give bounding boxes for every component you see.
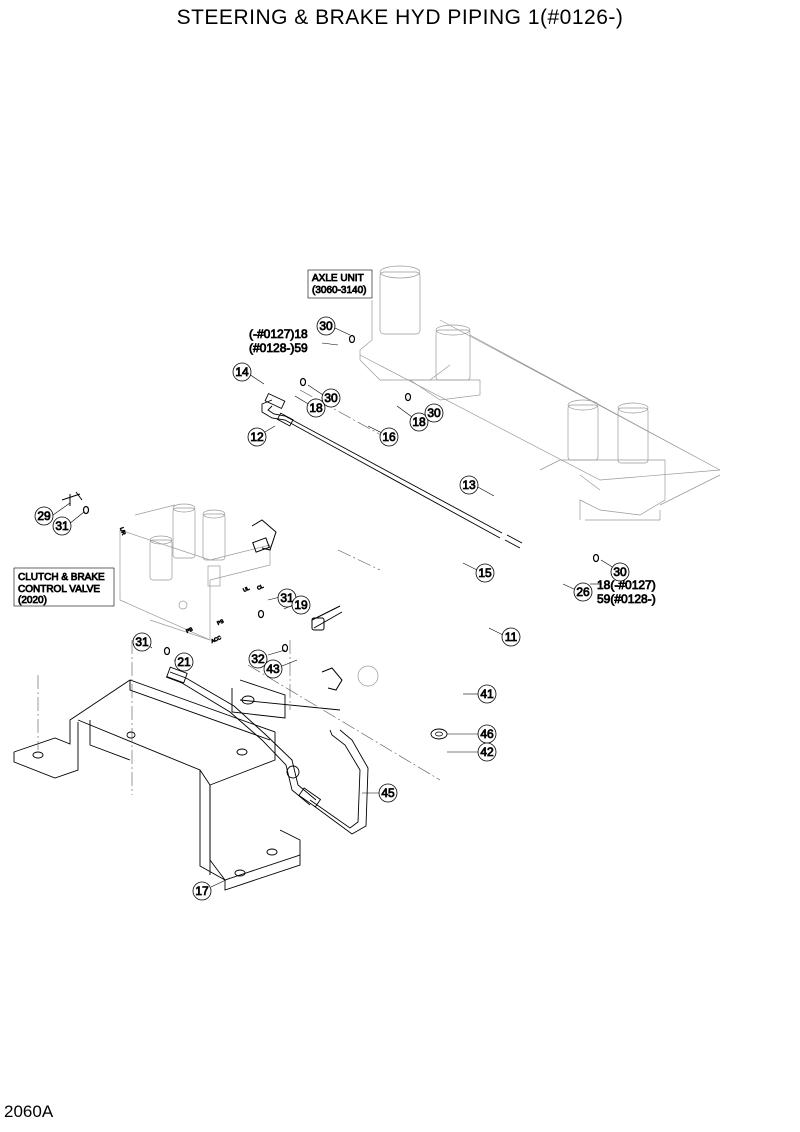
callout-18-mid: 18 [306, 398, 326, 418]
svg-text:32: 32 [251, 652, 265, 666]
mounting-bracket [13, 679, 341, 891]
svg-text:16: 16 [382, 430, 396, 444]
svg-text:30: 30 [613, 565, 627, 579]
serial-note-right-59: 59(#0128-) [597, 592, 656, 606]
port-lr: L/R [118, 527, 126, 537]
callout-19: 19 [291, 595, 311, 615]
callout-46: 46 [477, 724, 497, 744]
svg-text:21: 21 [177, 655, 191, 669]
callout-30-right: 30 [424, 403, 444, 423]
callout-31-lower: 31 [132, 632, 152, 652]
page-code: 2060A [4, 1102, 54, 1121]
page-title: STEERING & BRAKE HYD PIPING 1(#0126-) [176, 6, 624, 29]
svg-text:31: 31 [135, 635, 149, 649]
callout-12: 12 [247, 427, 267, 447]
svg-text:41: 41 [480, 687, 494, 701]
serial-note-left-59: (#0128-)59 [249, 341, 308, 355]
callout-18-right: 18 [409, 412, 429, 432]
axle-unit-label-1: AXLE UNIT [312, 273, 364, 284]
svg-text:31: 31 [280, 591, 294, 605]
cap [357, 665, 379, 687]
svg-text:42: 42 [480, 745, 494, 759]
serial-note-left-18: (-#0127)18 [249, 327, 308, 341]
svg-text:15: 15 [478, 566, 492, 580]
callout-29: 29 [34, 506, 54, 526]
o-rings [82, 334, 600, 656]
svg-text:30: 30 [324, 391, 338, 405]
callout-16: 16 [379, 427, 399, 447]
elbow-fittings [61, 491, 343, 691]
valve-label-3: (2020) [18, 595, 47, 606]
svg-text:19: 19 [294, 598, 308, 612]
svg-text:30: 30 [427, 406, 441, 420]
axle-unit-label-2: (3060-3140) [312, 285, 366, 296]
washer [430, 728, 448, 740]
callout-17: 17 [192, 881, 212, 901]
callout-41: 41 [477, 684, 497, 704]
axle-unit [359, 265, 721, 521]
callout-11: 11 [501, 627, 521, 647]
callout-30-lower: 30 [610, 562, 630, 582]
valve-label-box [13, 567, 115, 607]
valve-label-2: CONTROL VALVE [18, 584, 100, 595]
steering-pipe [261, 392, 523, 549]
svg-text:26: 26 [576, 585, 590, 599]
callout-43: 43 [263, 659, 283, 679]
svg-text:43: 43 [266, 662, 280, 676]
port-acc: ACC [210, 635, 222, 645]
svg-text:18: 18 [309, 401, 323, 415]
svg-text:46: 46 [480, 727, 494, 741]
valve-label-1: CLUTCH & BRAKE [18, 572, 105, 583]
callout-26: 26 [573, 582, 593, 602]
clutch-brake-control-valve [119, 503, 271, 641]
callout-32: 32 [248, 649, 268, 669]
svg-text:31: 31 [55, 519, 69, 533]
axle-unit-label-box [307, 269, 373, 299]
svg-text:30: 30 [319, 319, 333, 333]
callout-21: 21 [174, 652, 194, 672]
svg-text:29: 29 [37, 509, 51, 523]
callout-30-top: 30 [316, 316, 336, 336]
svg-text:45: 45 [381, 786, 395, 800]
callout-14: 14 [232, 362, 252, 382]
callout-42: 42 [477, 742, 497, 762]
svg-text:14: 14 [235, 365, 249, 379]
callout-31-left: 31 [52, 516, 72, 536]
svg-text:18: 18 [412, 415, 426, 429]
port-cl: CL [256, 584, 265, 592]
serial-note-right-18: 18(-#0127) [597, 578, 656, 592]
brake-hoses [165, 666, 369, 835]
svg-text:12: 12 [250, 430, 264, 444]
port-ps: PS [216, 618, 225, 627]
svg-text:13: 13 [462, 478, 476, 492]
callout-13: 13 [459, 475, 479, 495]
callout-15: 15 [475, 563, 495, 583]
port-pb: PB [185, 626, 194, 635]
svg-text:11: 11 [505, 630, 518, 644]
callout-30-mid: 30 [321, 388, 341, 408]
port-ul: UL [242, 586, 251, 594]
center-lines [37, 389, 441, 795]
callout-45: 45 [378, 783, 398, 803]
svg-text:17: 17 [195, 884, 209, 898]
